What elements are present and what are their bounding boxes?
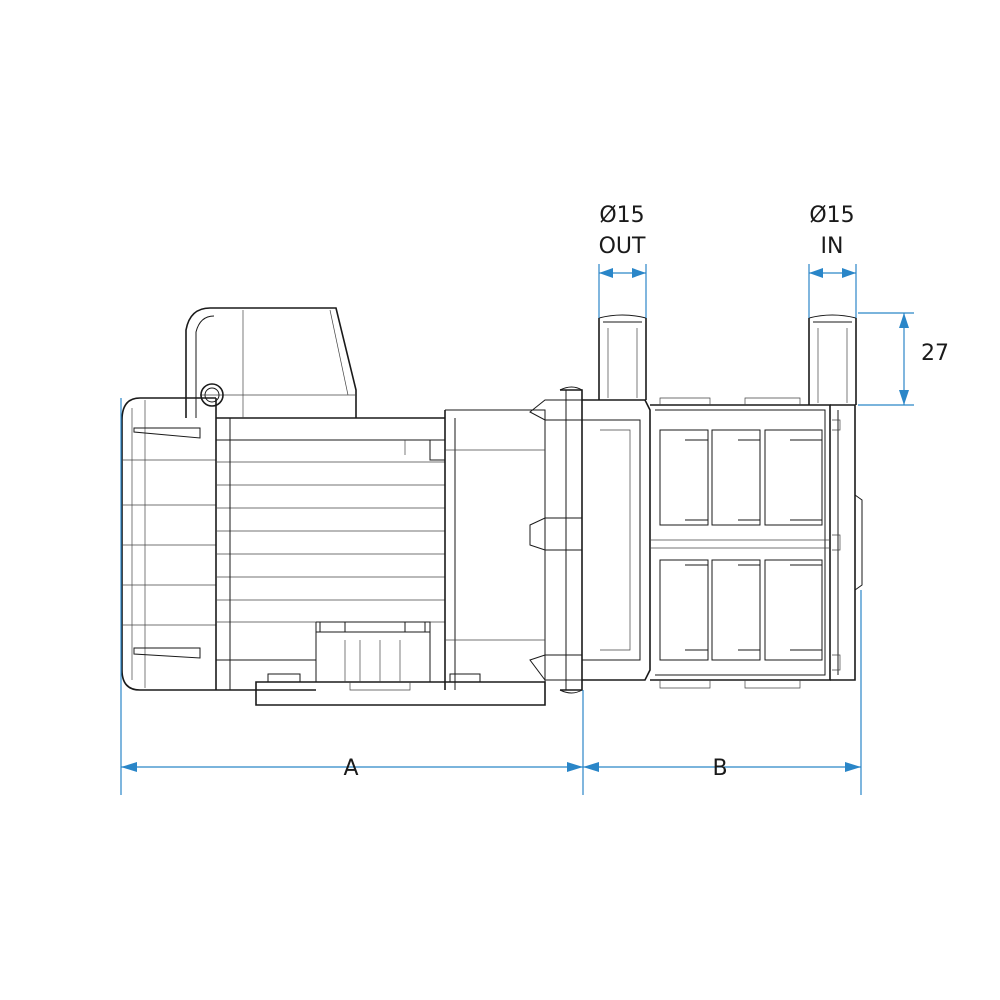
in-diameter-label: Ø15 [809,203,854,228]
length-a-label: A [343,756,358,781]
dimension-length-b: B [583,590,862,795]
dimension-in-diameter: Ø15 IN [808,203,857,318]
dimension-out-diameter: Ø15 OUT [598,203,647,318]
dimension-height: 27 [858,312,949,406]
in-port-label: IN [821,234,844,259]
out-port-label: OUT [599,234,646,259]
motor-body [121,307,546,691]
out-diameter-label: Ø15 [599,203,644,228]
motor-base [255,621,546,706]
pump-head [529,314,863,694]
height-label: 27 [921,341,949,366]
length-b-label: B [712,756,727,781]
dimension-length-a: A [120,398,584,795]
